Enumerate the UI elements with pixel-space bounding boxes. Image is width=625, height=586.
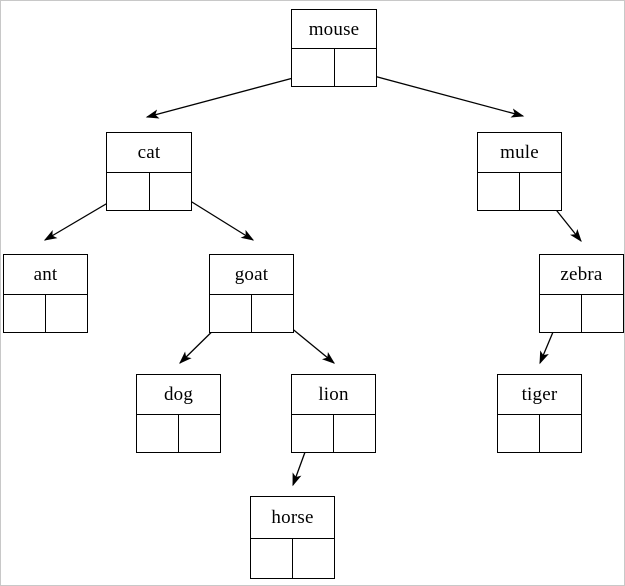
tree-node-horse[interactable]: horse bbox=[250, 496, 335, 579]
right-pointer-cell-tiger[interactable] bbox=[540, 415, 581, 453]
left-pointer-cell-zebra[interactable] bbox=[540, 294, 582, 332]
node-pointers-horse bbox=[251, 538, 334, 579]
node-label-zebra: zebra bbox=[540, 255, 623, 295]
right-pointer-cell-ant[interactable] bbox=[46, 295, 87, 333]
right-pointer-cell-lion[interactable] bbox=[334, 415, 375, 453]
right-pointer-cell-zebra[interactable] bbox=[582, 295, 623, 333]
node-pointers-zebra bbox=[540, 294, 623, 333]
left-pointer-cell-goat[interactable] bbox=[210, 294, 252, 332]
right-pointer-cell-mule[interactable] bbox=[520, 173, 561, 211]
node-pointers-goat bbox=[210, 294, 293, 333]
tree-node-ant[interactable]: ant bbox=[3, 254, 88, 333]
node-pointers-mule bbox=[478, 172, 561, 211]
left-pointer-cell-lion[interactable] bbox=[292, 414, 334, 452]
left-pointer-cell-mouse[interactable] bbox=[292, 49, 335, 86]
left-pointer-cell-horse[interactable] bbox=[251, 538, 293, 578]
left-pointer-cell-cat[interactable] bbox=[107, 172, 150, 210]
tree-node-zebra[interactable]: zebra bbox=[539, 254, 624, 333]
node-pointers-ant bbox=[4, 294, 87, 333]
right-pointer-cell-goat[interactable] bbox=[252, 295, 293, 333]
node-pointers-cat bbox=[107, 172, 192, 211]
node-pointers-lion bbox=[292, 414, 375, 453]
node-pointers-mouse bbox=[292, 49, 376, 86]
tree-node-cat[interactable]: cat bbox=[106, 132, 192, 211]
right-pointer-cell-horse[interactable] bbox=[293, 539, 334, 579]
edge-mouse-to-cat bbox=[145, 72, 313, 119]
tree-node-dog[interactable]: dog bbox=[136, 374, 221, 453]
edge-mouse-to-mule bbox=[354, 70, 525, 118]
right-pointer-cell-cat[interactable] bbox=[150, 173, 192, 211]
tree-node-goat[interactable]: goat bbox=[209, 254, 294, 333]
node-label-dog: dog bbox=[137, 375, 220, 415]
right-pointer-cell-mouse[interactable] bbox=[335, 49, 377, 86]
node-label-mouse: mouse bbox=[292, 10, 376, 49]
right-pointer-cell-dog[interactable] bbox=[179, 415, 220, 453]
tree-node-lion[interactable]: lion bbox=[291, 374, 376, 453]
node-label-cat: cat bbox=[107, 133, 191, 173]
tree-node-tiger[interactable]: tiger bbox=[497, 374, 582, 453]
node-label-horse: horse bbox=[251, 497, 334, 539]
node-pointers-dog bbox=[137, 414, 220, 453]
node-label-mule: mule bbox=[478, 133, 561, 173]
left-pointer-cell-mule[interactable] bbox=[478, 172, 520, 210]
node-label-goat: goat bbox=[210, 255, 293, 295]
tree-node-mule[interactable]: mule bbox=[477, 132, 562, 211]
node-label-tiger: tiger bbox=[498, 375, 581, 415]
tree-node-mouse[interactable]: mouse bbox=[291, 9, 377, 87]
node-label-ant: ant bbox=[4, 255, 87, 295]
left-pointer-cell-ant[interactable] bbox=[4, 294, 46, 332]
left-pointer-cell-tiger[interactable] bbox=[498, 414, 540, 452]
left-pointer-cell-dog[interactable] bbox=[137, 414, 179, 452]
node-label-lion: lion bbox=[292, 375, 375, 415]
node-pointers-tiger bbox=[498, 414, 581, 453]
